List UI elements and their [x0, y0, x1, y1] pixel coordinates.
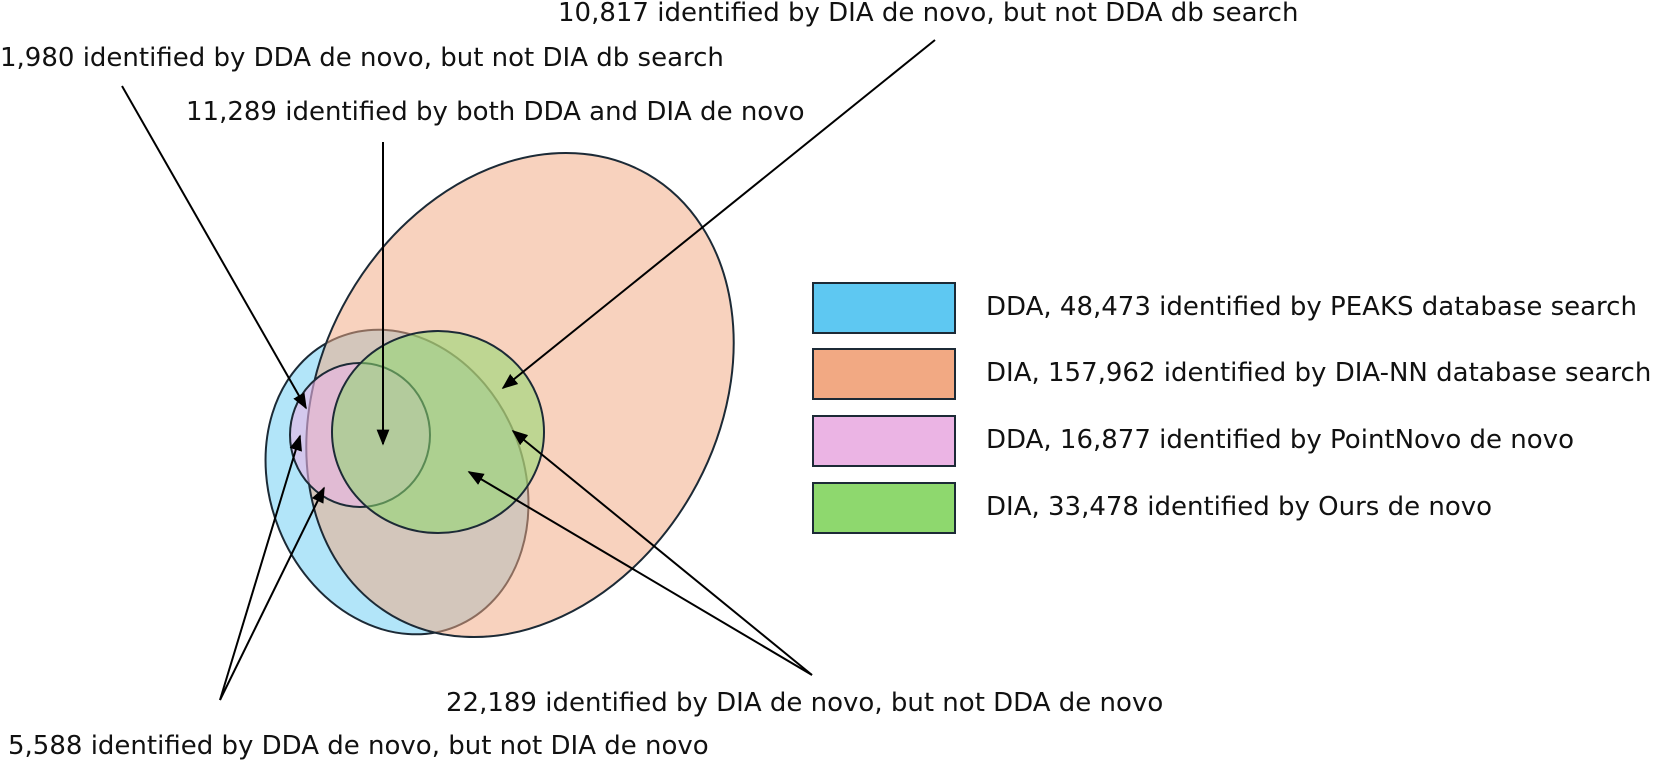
annotation-dda-novo-not-dia-novo: 5,588 identified by DDA de novo, but not…: [8, 731, 709, 761]
arrow-dia-novo-not-dda-novo-a: [511, 429, 813, 676]
arrow-dda-novo-not-dia-db: [121, 85, 307, 410]
legend-label-dda-db: DDA, 48,473 identified by PEAKS database…: [986, 292, 1637, 322]
dia-novo-ellipse: [331, 330, 545, 534]
arrow-dia-novo-not-dda-novo-b: [467, 471, 813, 676]
annotation-dda-novo-not-dia-db: 1,980 identified by DDA de novo, but not…: [0, 43, 724, 73]
legend-label-dia-db: DIA, 157,962 identified by DIA-NN databa…: [986, 358, 1652, 388]
legend-item-dda-db: DDA, 48,473 identified by PEAKS database…: [812, 282, 1652, 340]
legend-swatch-dda-db: [812, 282, 956, 334]
arrow-dia-novo-not-dda-db: [501, 39, 936, 390]
legend-swatch-dia-db: [812, 348, 956, 400]
legend-label-dda-novo: DDA, 16,877 identified by PointNovo de n…: [986, 425, 1574, 455]
legend-swatch-dia-novo: [812, 482, 956, 534]
arrow-dda-novo-not-dia-novo-b: [219, 486, 325, 701]
legend-label-dia-novo: DIA, 33,478 identified by Ours de novo: [986, 492, 1493, 522]
annotation-both-novo: 11,289 identified by both DDA and DIA de…: [186, 97, 805, 127]
annotation-arrows: [121, 39, 936, 701]
legend-item-dia-db: DIA, 157,962 identified by DIA-NN databa…: [812, 348, 1652, 406]
legend-item-dia-novo: DIA, 33,478 identified by Ours de novo: [812, 482, 1652, 540]
arrow-dda-novo-not-dia-novo-a: [219, 434, 302, 701]
annotation-dia-novo-not-dda-db: 10,817 identified by DIA de novo, but no…: [558, 0, 1299, 28]
legend-item-dda-novo: DDA, 16,877 identified by PointNovo de n…: [812, 415, 1652, 473]
annotation-dia-novo-not-dda-novo: 22,189 identified by DIA de novo, but no…: [446, 688, 1164, 718]
legend-swatch-dda-novo: [812, 415, 956, 467]
